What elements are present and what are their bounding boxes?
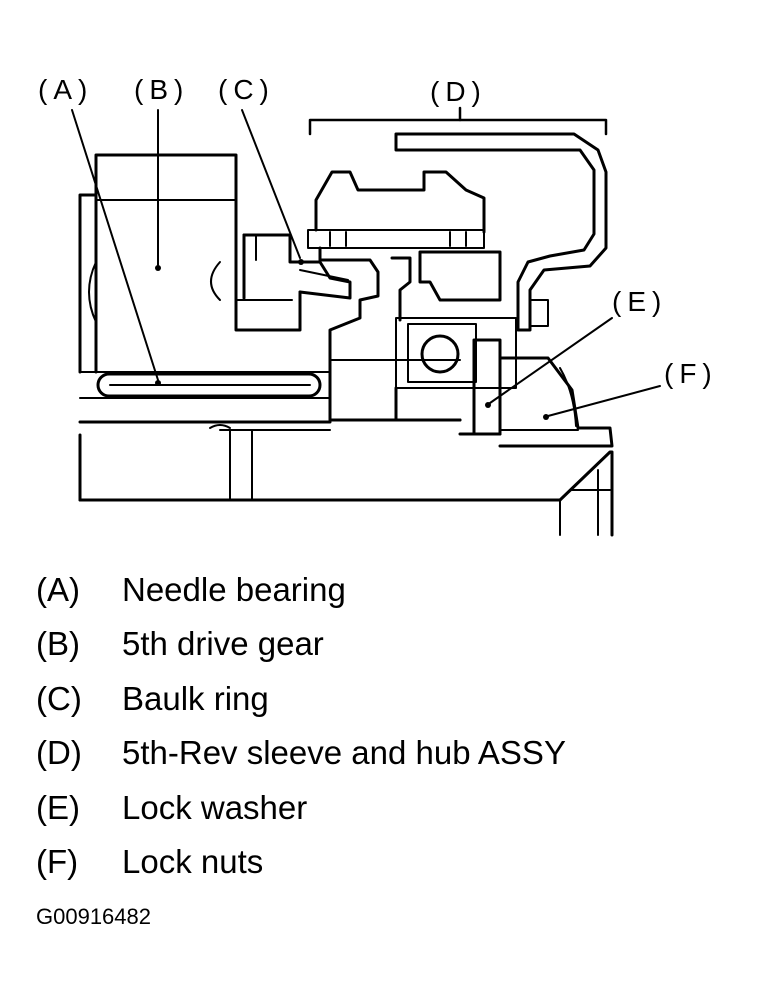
lock-washer-shape — [458, 338, 502, 436]
callout-d: (D) — [430, 76, 487, 107]
callout-f: (F) — [664, 358, 718, 389]
legend-item: (C) Baulk ring — [36, 677, 566, 731]
legend-key: (A) — [36, 571, 80, 608]
lock-nuts-shape — [498, 356, 614, 448]
legend-item: (A) Needle bearing — [36, 568, 566, 622]
leader-dots — [155, 259, 549, 420]
bracket-d — [308, 106, 608, 136]
legend-key: (F) — [36, 842, 79, 880]
legend-text: Lock nuts — [122, 842, 264, 880]
legend-key: (D) — [36, 734, 82, 772]
callout-e: (E) — [612, 286, 668, 317]
callout-c: (C) — [218, 74, 275, 105]
leader-c — [241, 109, 301, 259]
baulk-ring-shape — [242, 233, 352, 300]
legend-key: (B) — [36, 625, 80, 663]
leader-e — [489, 317, 613, 404]
legend-item: (B) 5th drive gear — [36, 622, 566, 676]
callout-a: (A) — [38, 74, 94, 105]
legend-text: Needle bearing — [122, 571, 346, 608]
drive-gear-shape — [78, 153, 302, 374]
legend-key: (C) — [36, 679, 82, 717]
legend-text: Lock washer — [122, 788, 308, 826]
main-shaft — [78, 420, 614, 537]
leader-a — [71, 109, 159, 381]
ball-bearing-shape — [394, 317, 517, 422]
transmission-cross-section-drawing — [71, 106, 661, 537]
legend-item: (E) Lock washer — [36, 786, 566, 840]
callout-b: (B) — [134, 74, 190, 105]
needle-bearing-shape — [79, 371, 331, 399]
legend-item: (D) 5th-Rev sleeve and hub ASSY — [36, 731, 566, 785]
leader-lines — [71, 109, 661, 417]
shift-fork-shape — [394, 132, 608, 332]
figure-id: G00916482 — [36, 904, 151, 929]
parts-legend: (A) Needle bearing (B) 5th drive gear (C) B… — [36, 568, 566, 894]
legend-text: 5th-Rev sleeve and hub ASSY — [122, 734, 566, 772]
legend-item: (F) Lock nuts — [36, 840, 566, 894]
legend-text: Baulk ring — [122, 679, 269, 717]
sleeve-hub-shape — [307, 170, 502, 422]
leader-f — [547, 385, 661, 417]
legend-text: 5th drive gear — [122, 625, 324, 663]
legend-key: (E) — [36, 788, 80, 826]
